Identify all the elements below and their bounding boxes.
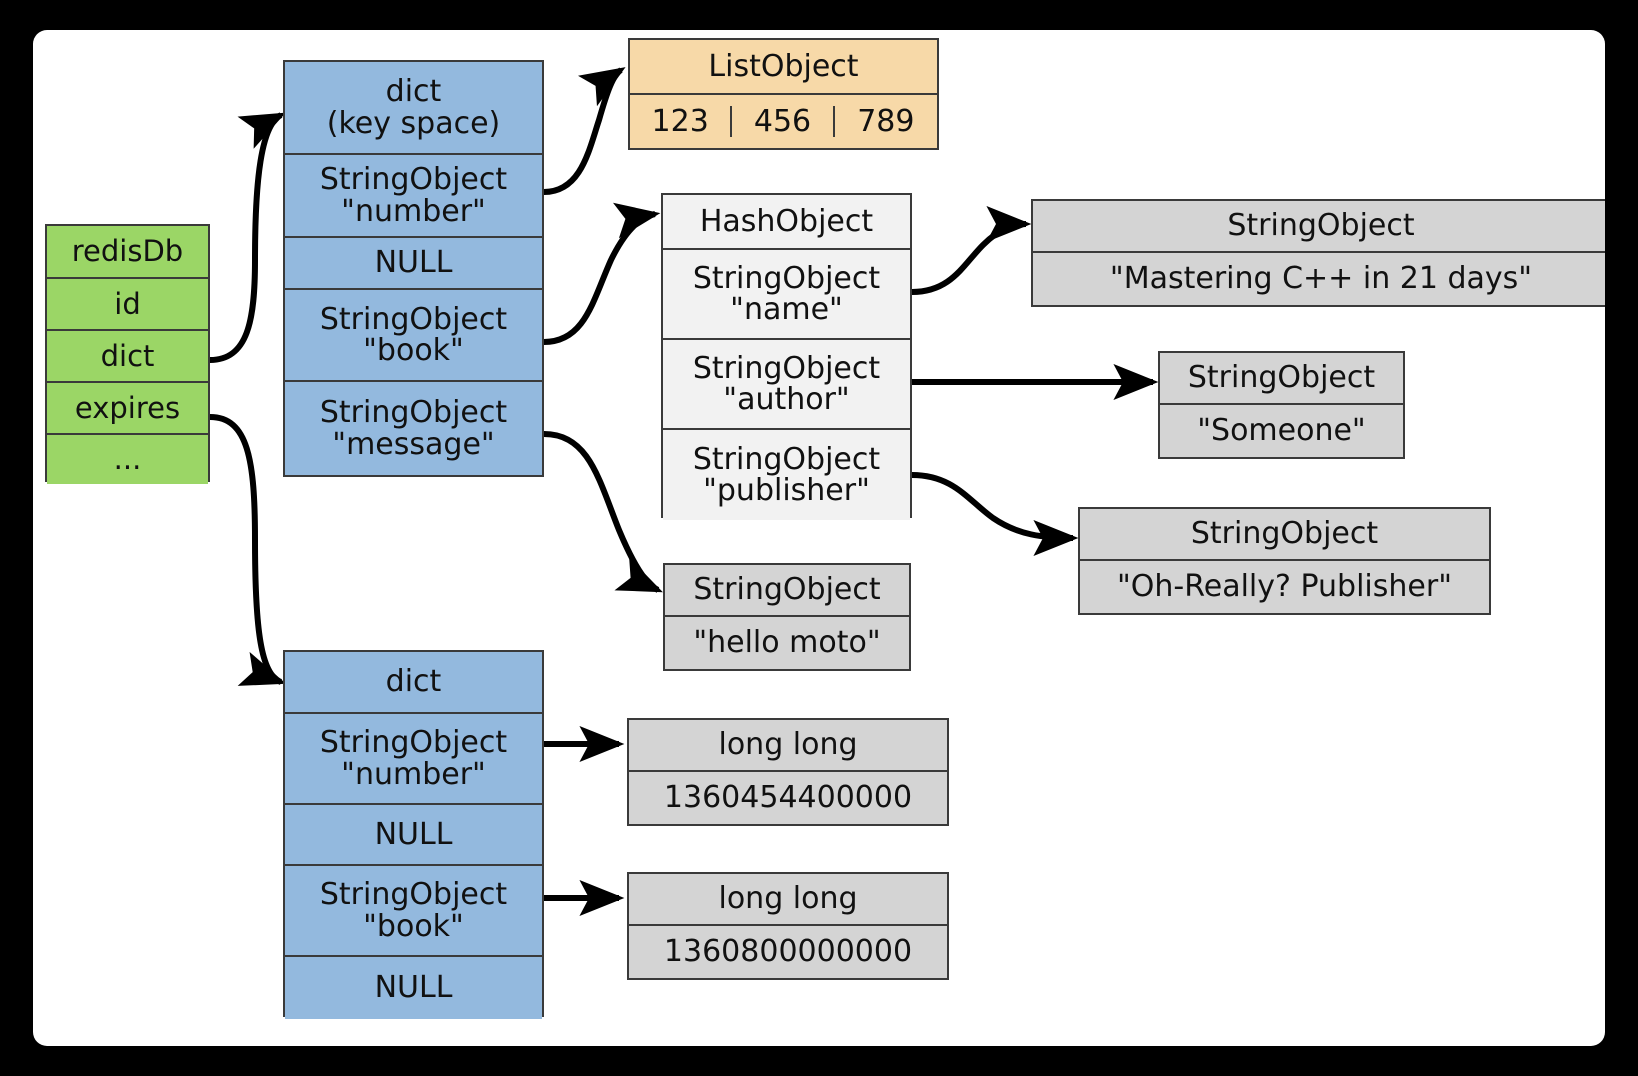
listobject-cell-2[interactable]: 789 [834, 106, 937, 137]
expires-row-book[interactable]: StringObject "book" [285, 866, 542, 957]
arrow-message-to-hellomoto [543, 431, 663, 593]
string-hellomoto-value: "hello moto" [665, 617, 909, 669]
redisdb-row-ellipsis: ... [47, 435, 208, 484]
string-publisher-header: StringObject [1080, 509, 1489, 561]
redisdb-row-dict[interactable]: dict [47, 331, 208, 383]
string-hellomoto-header: StringObject [665, 565, 909, 617]
string-someone-value: "Someone" [1160, 405, 1403, 457]
keyspace-row-message[interactable]: StringObject "message" [285, 382, 542, 475]
redisdb-row-expires[interactable]: expires [47, 383, 208, 435]
node-string-mastering[interactable]: StringObject "Mastering C++ in 21 days" [1031, 199, 1605, 307]
expires-row-null-2: NULL [285, 957, 542, 1019]
arrow-book-to-hashobject [543, 202, 661, 345]
node-string-hellomoto[interactable]: StringObject "hello moto" [663, 563, 911, 671]
node-keyspace-dict[interactable]: dict (key space) StringObject "number" N… [283, 60, 544, 477]
redisdb-row-id: id [47, 279, 208, 331]
listobject-cell-1[interactable]: 456 [732, 106, 835, 137]
listobject-cell-0[interactable]: 123 [630, 106, 733, 137]
listobject-cells: 123 456 789 [630, 95, 937, 148]
longlong-book-header: long long [629, 874, 947, 926]
longlong-number-header: long long [629, 720, 947, 772]
longlong-number-value: 1360454400000 [629, 772, 947, 824]
node-longlong-number[interactable]: long long 1360454400000 [627, 718, 949, 826]
hashobject-row-publisher[interactable]: StringObject "publisher" [663, 430, 910, 520]
node-longlong-book[interactable]: long long 1360800000000 [627, 872, 949, 980]
string-mastering-value: "Mastering C++ in 21 days" [1033, 253, 1605, 305]
string-publisher-value: "Oh-Really? Publisher" [1080, 561, 1489, 613]
string-someone-header: StringObject [1160, 353, 1403, 405]
expires-row-header: dict [285, 652, 542, 714]
node-string-someone[interactable]: StringObject "Someone" [1158, 351, 1405, 459]
arrow-dict-to-keyspace [209, 112, 286, 363]
longlong-book-value: 1360800000000 [629, 926, 947, 978]
listobject-header: ListObject [630, 40, 937, 95]
arrow-publisher-to-publisherstring [911, 472, 1079, 556]
node-list-object[interactable]: ListObject 123 456 789 [628, 38, 939, 150]
arrow-expires-to-expiresdict [209, 414, 287, 686]
hashobject-header: HashObject [663, 195, 910, 250]
node-expires-dict[interactable]: dict StringObject "number" NULL StringOb… [283, 650, 544, 1019]
expires-row-null-1: NULL [285, 805, 542, 866]
hashobject-row-name[interactable]: StringObject "name" [663, 250, 910, 340]
keyspace-row-number[interactable]: StringObject "number" [285, 155, 542, 238]
node-hash-object[interactable]: HashObject StringObject "name" StringObj… [661, 193, 912, 520]
keyspace-row-book[interactable]: StringObject "book" [285, 290, 542, 382]
arrow-name-to-mastering [911, 206, 1032, 295]
diagram-canvas: redisDb id dict expires ... dict (key sp… [33, 30, 1605, 1046]
arrow-number-to-listobject [543, 67, 626, 195]
node-string-publisher[interactable]: StringObject "Oh-Really? Publisher" [1078, 507, 1491, 615]
keyspace-row-header: dict (key space) [285, 62, 542, 155]
redisdb-row-title: redisDb [47, 226, 208, 279]
hashobject-row-author[interactable]: StringObject "author" [663, 340, 910, 430]
expires-row-number[interactable]: StringObject "number" [285, 714, 542, 805]
keyspace-row-null: NULL [285, 238, 542, 290]
node-redisdb[interactable]: redisDb id dict expires ... [45, 224, 210, 484]
string-mastering-header: StringObject [1033, 201, 1605, 253]
